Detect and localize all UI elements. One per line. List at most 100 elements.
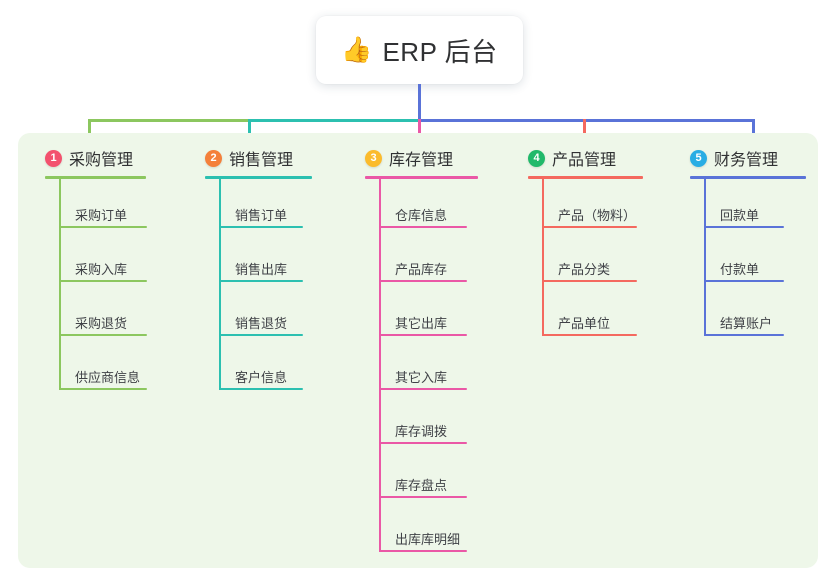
list-item[interactable]: 回款单	[704, 179, 806, 233]
list-item[interactable]: 其它出库	[379, 287, 478, 341]
column-header-underline	[205, 176, 312, 179]
list-item-underline	[542, 226, 637, 228]
column-header-5[interactable]: 5 财务管理	[690, 146, 806, 170]
column-items: 仓库信息产品库存其它出库其它入库库存调拨库存盘点出库库明细	[379, 179, 478, 557]
list-item-underline	[379, 334, 467, 336]
column-header-underline	[690, 176, 806, 179]
list-item[interactable]: 库存盘点	[379, 449, 478, 503]
list-item-underline	[59, 334, 147, 336]
list-item-underline	[704, 226, 784, 228]
list-item-underline	[59, 280, 147, 282]
list-item-underline	[219, 334, 303, 336]
list-item-underline	[379, 442, 467, 444]
tree-spine	[704, 179, 706, 336]
number-badge-icon: 2	[205, 149, 222, 167]
column-items: 产品（物料） 产品分类产品单位	[542, 179, 643, 341]
list-item-underline	[59, 388, 147, 390]
list-item[interactable]: 仓库信息	[379, 179, 478, 233]
list-item[interactable]: 其它入库	[379, 341, 478, 395]
tree-spine	[59, 179, 61, 390]
list-item[interactable]: 产品（物料）	[542, 179, 643, 233]
list-item[interactable]: 销售退货	[219, 287, 312, 341]
list-item-label: 回款单	[720, 208, 760, 223]
list-item-label: 销售订单	[235, 208, 288, 223]
list-item-underline	[379, 226, 467, 228]
column-items: 采购订单采购入库采购退货供应商信息	[59, 179, 147, 395]
tree-spine	[379, 179, 381, 552]
list-item[interactable]: 结算账户	[704, 287, 806, 341]
list-item[interactable]: 产品库存	[379, 233, 478, 287]
thumbs-up-icon: 👍	[341, 35, 373, 64]
list-item[interactable]: 库存调拨	[379, 395, 478, 449]
list-item-label: 出库库明细	[395, 532, 461, 547]
list-item[interactable]: 采购订单	[59, 179, 147, 233]
list-item-underline	[542, 334, 637, 336]
list-item[interactable]: 供应商信息	[59, 341, 147, 395]
list-item[interactable]: 产品分类	[542, 233, 643, 287]
list-item[interactable]: 销售出库	[219, 233, 312, 287]
list-item-label: 产品（物料）	[558, 208, 637, 223]
connector-bus-segment-3	[418, 119, 754, 122]
list-item-label: 产品单位	[558, 316, 611, 331]
number-badge-icon: 3	[365, 149, 382, 167]
list-item-label: 其它入库	[395, 370, 448, 385]
list-item[interactable]: 客户信息	[219, 341, 312, 395]
list-item[interactable]: 出库库明细	[379, 503, 478, 557]
list-item-label: 采购订单	[75, 208, 128, 223]
list-item-underline	[219, 388, 303, 390]
column-产品管理: 4 产品管理产品（物料） 产品分类产品单位	[528, 146, 643, 341]
list-item-label: 采购入库	[75, 262, 128, 277]
list-item-label: 产品分类	[558, 262, 611, 277]
list-item-underline	[704, 334, 784, 336]
list-item-underline	[379, 496, 467, 498]
number-badge-icon: 1	[45, 149, 62, 167]
list-item-label: 客户信息	[235, 370, 288, 385]
list-item-label: 销售出库	[235, 262, 288, 277]
list-item-label: 库存盘点	[395, 478, 448, 493]
list-item-label: 仓库信息	[395, 208, 448, 223]
list-item-underline	[379, 280, 467, 282]
list-item-label: 采购退货	[75, 316, 128, 331]
connector-bus-segment-2	[248, 119, 420, 122]
list-item-label: 库存调拨	[395, 424, 448, 439]
list-item[interactable]: 销售订单	[219, 179, 312, 233]
number-badge-icon: 5	[690, 149, 707, 167]
list-item-underline	[219, 226, 303, 228]
list-item-label: 结算账户	[720, 316, 773, 331]
column-财务管理: 5 财务管理回款单付款单结算账户	[690, 146, 806, 341]
list-item-label: 供应商信息	[75, 370, 141, 385]
column-title: 采购管理	[69, 152, 134, 169]
column-header-2[interactable]: 2 销售管理	[205, 146, 312, 170]
list-item-underline	[219, 280, 303, 282]
list-item[interactable]: 产品单位	[542, 287, 643, 341]
list-item-label: 销售退货	[235, 316, 288, 331]
root-node-label: ERP 后台	[382, 36, 498, 67]
list-item[interactable]: 采购退货	[59, 287, 147, 341]
list-item-underline	[59, 226, 147, 228]
column-header-1[interactable]: 1 采购管理	[45, 146, 146, 170]
column-header-underline	[528, 176, 643, 179]
list-item-underline	[542, 280, 637, 282]
column-header-underline	[365, 176, 478, 179]
column-items: 销售订单销售出库销售退货客户信息	[219, 179, 312, 395]
list-item-label: 付款单	[720, 262, 760, 277]
tree-spine	[542, 179, 544, 336]
list-item[interactable]: 付款单	[704, 233, 806, 287]
number-badge-icon: 4	[528, 149, 545, 167]
root-node-erp-backend[interactable]: 👍 ERP 后台	[316, 16, 523, 84]
list-item[interactable]: 采购入库	[59, 233, 147, 287]
column-header-underline	[45, 176, 146, 179]
connector-bus-segment-1	[88, 119, 250, 122]
tree-spine	[219, 179, 221, 390]
list-item-label: 其它出库	[395, 316, 448, 331]
column-header-4[interactable]: 4 产品管理	[528, 146, 643, 170]
column-title: 产品管理	[552, 152, 617, 169]
column-title: 财务管理	[714, 152, 779, 169]
column-title: 销售管理	[229, 152, 294, 169]
connector-stem-center	[418, 84, 421, 121]
diagram-panel	[18, 133, 818, 568]
column-销售管理: 2 销售管理销售订单销售出库销售退货客户信息	[205, 146, 312, 395]
